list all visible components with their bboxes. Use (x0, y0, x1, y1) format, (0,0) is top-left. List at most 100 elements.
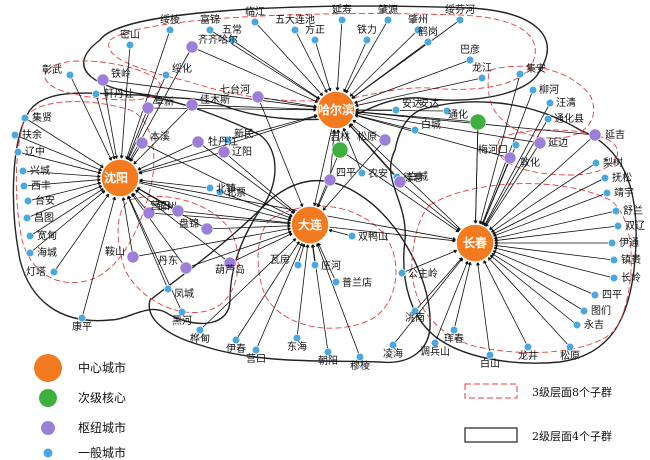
general-label: 海城 (37, 246, 57, 259)
edge-yongji-changchun (489, 254, 578, 326)
hub-label: 松原 (357, 130, 377, 143)
central-marker (100, 158, 140, 198)
general-label: 梅河口 (478, 143, 508, 156)
general-node-zhangwu: 彰武 (42, 63, 75, 80)
hub-label: 盘锦 (179, 217, 199, 230)
hub-label: 铁岭 (111, 67, 131, 80)
hub-label: 阜新 (154, 95, 174, 108)
edge-xifeng-shenyang (23, 177, 102, 187)
general-node-hegang: 鹤岗 (418, 25, 438, 47)
general-label: 扶余 (22, 128, 42, 141)
general-label: 营口 (246, 352, 266, 365)
hub-label: 敦化 (520, 156, 540, 169)
general-node-suiling: 绥棱 (160, 13, 180, 35)
edge-lishu-changchun (490, 162, 597, 233)
hub-marker (323, 173, 337, 187)
general-node-siping2: 四平 (590, 290, 622, 301)
general-node-wudalianchi: 五大连池 (275, 13, 315, 35)
hub-label: 辽阳 (232, 146, 252, 158)
general-marker (205, 183, 215, 193)
general-label: 德惠 (403, 171, 423, 184)
hub-marker (200, 222, 214, 236)
edge-baicheng-changchun (399, 181, 461, 232)
edge-siping-harbin (329, 128, 337, 181)
edge-baishan-changchun (476, 261, 491, 356)
central-label: 哈尔滨 (318, 102, 354, 117)
hub-node-yanbian: 延边 (533, 136, 568, 150)
general-marker (323, 347, 333, 357)
general-label: 安达 (419, 97, 439, 110)
hub-marker (185, 98, 199, 112)
legend-central-label: 中心城市 (78, 360, 126, 375)
general-node-longjiang: 龙江 (472, 61, 492, 83)
level2-group-dalian (148, 179, 431, 364)
general-label: 调兵山 (420, 345, 450, 358)
hub-label: 佳木斯 (200, 93, 230, 106)
general-node-huaxi: 双鸭山 (347, 230, 388, 243)
hub-marker (378, 133, 392, 147)
general-marker (25, 231, 35, 241)
general-label: 农安 (368, 167, 388, 180)
general-label: 汪清 (556, 96, 576, 109)
secondary-marker (331, 141, 349, 159)
central-label: 长春 (463, 235, 488, 250)
edge-tonghua-changchun (473, 121, 479, 225)
edge-xingcheng-shenyang (22, 170, 102, 179)
edge-heishan-shenyang (127, 194, 183, 313)
general-marker (410, 306, 420, 316)
general-node-kuandian: 宽甸 (25, 229, 57, 242)
hub-label: 本溪 (150, 130, 170, 143)
hub-node-anshan: 鞍山 (105, 245, 140, 264)
edge-dandong-dalian (185, 230, 293, 269)
edge-shenyang-changchun (119, 177, 457, 241)
edge-huludao-shenyang (134, 189, 231, 264)
hub-node-benxi: 本溪 (135, 130, 170, 150)
edge-bayan-harbin (353, 59, 471, 104)
edge-suihua-shenyang (127, 74, 167, 162)
general-marker (609, 273, 619, 283)
hub-marker (393, 175, 407, 189)
general-label: 镇赉 (621, 253, 641, 266)
hub-label: 营口 (150, 199, 170, 212)
edge-qiqihar-harbin (191, 46, 319, 103)
general-node-lishu: 梨树 (591, 156, 623, 169)
edge-tieling-harbin (102, 79, 318, 110)
general-label: 穆棱 (350, 359, 370, 372)
edge-zhaozhou-harbin (349, 29, 419, 98)
general-label: 巴彦 (460, 43, 480, 56)
general-node-meihekou: 梅河口 (478, 140, 521, 156)
general-label: 五常 (222, 23, 242, 36)
general-marker (511, 140, 521, 150)
edge-ji_an-changchun (478, 73, 521, 226)
hub-label: 四平 (336, 168, 356, 179)
edge-fuyu-shenyang (14, 134, 103, 172)
general-label: 辽中 (25, 145, 45, 158)
hub-node-fuxin: 阜新 (141, 95, 174, 115)
edge-dehui-harbin (348, 123, 398, 178)
hub-marker (588, 128, 602, 142)
general-label: 灯塔 (26, 265, 46, 278)
edge-jinzhou-dalian (148, 212, 292, 226)
general-marker (195, 325, 205, 335)
hub-label: 白城 (408, 170, 428, 183)
general-marker (611, 206, 621, 216)
general-node-bayan: 巴彦 (460, 43, 480, 65)
general-marker (383, 15, 393, 25)
general-node-taian: 台安 (23, 194, 55, 207)
general-marker (579, 306, 589, 316)
hub-node-mudanjiang: 牡丹江 (191, 135, 238, 149)
legend-hub-swatch (41, 421, 55, 435)
hub-marker (503, 151, 517, 165)
general-node-haicheng: 海城 (25, 246, 57, 259)
general-label: 五大连池 (275, 13, 315, 26)
edge-zhangwu-shenyang (69, 74, 113, 162)
general-label: 康平 (72, 320, 92, 333)
secondary-marker (469, 113, 487, 131)
general-label: 凌海 (383, 347, 403, 360)
edge-diaobingshan-changchun (434, 260, 469, 344)
general-label: 新民 (234, 127, 254, 140)
general-marker (49, 267, 59, 277)
legend-hub-label: 枢纽城市 (78, 420, 126, 435)
general-node-yongji: 永吉 (572, 318, 604, 331)
general-label: 龙井 (518, 349, 538, 362)
